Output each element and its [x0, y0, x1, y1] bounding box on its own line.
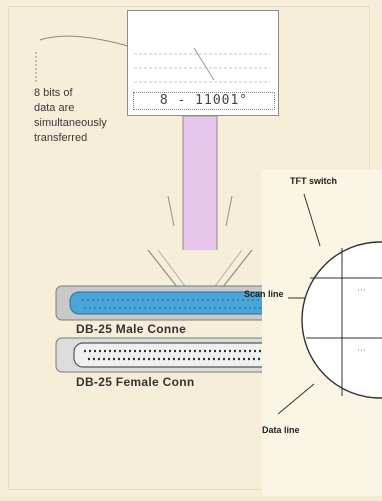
tft-diagram: [277, 193, 382, 415]
data-value: 8 - 11001°: [133, 92, 275, 110]
tft-diagram-panel: TFT switch Scan line Data line: [244, 170, 382, 496]
transfer-arrow: [147, 115, 253, 317]
cell-marks: [358, 289, 366, 351]
callout-text: 8 bits of data are simultaneously transf…: [34, 87, 107, 144]
side-arrows: [167, 195, 233, 227]
data-leader: [277, 383, 315, 415]
data-box-pointer: [193, 47, 215, 81]
male-connector-label: DB-25 Male Conne: [76, 322, 187, 336]
tft-switch-label: TFT switch: [290, 176, 337, 186]
callout-leader-line: [39, 35, 129, 47]
data-box-lines: [134, 53, 270, 83]
scan-line-label: Scan line: [244, 289, 284, 299]
scan-lines: [306, 277, 382, 339]
female-connector-label: DB-25 Female Conn: [76, 375, 195, 389]
data-line-label: Data line: [262, 425, 300, 435]
tft-leader: [303, 193, 321, 247]
